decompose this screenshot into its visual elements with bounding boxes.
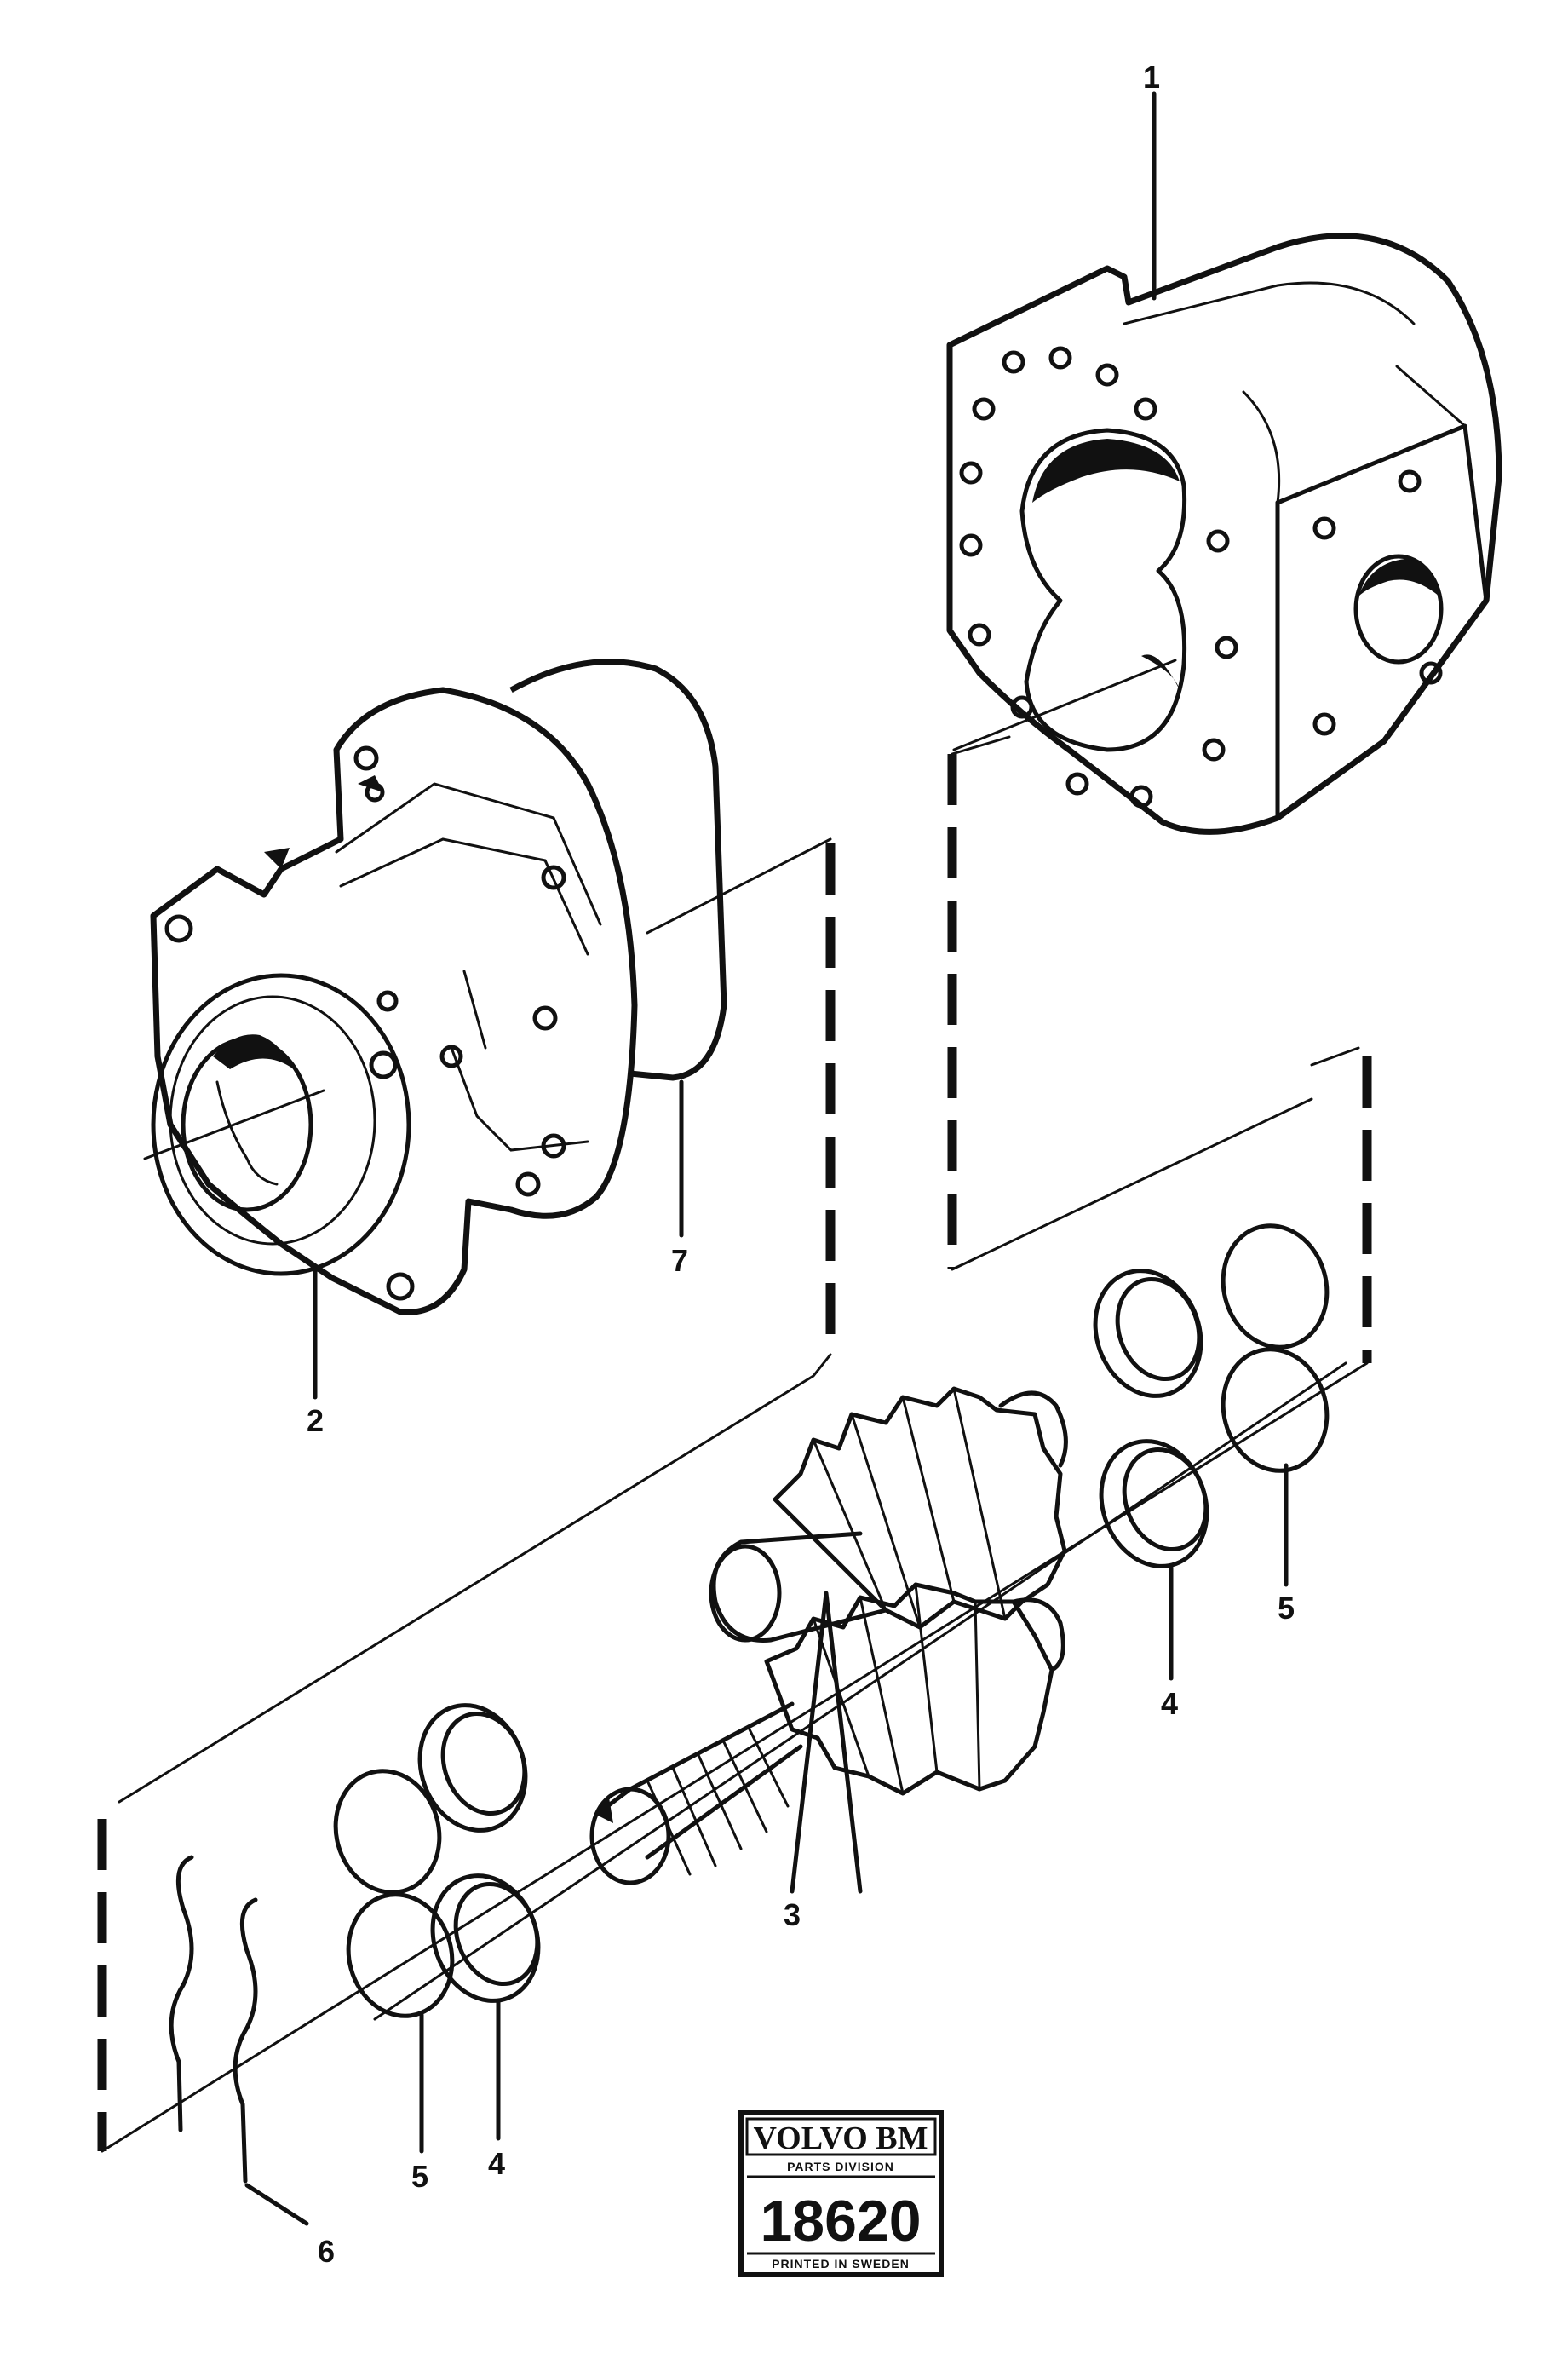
- stamp-brand: VOLVO BM: [754, 2121, 928, 2156]
- assembly-outline: [97, 735, 1372, 2153]
- callout-5-left: 5: [411, 2159, 428, 2194]
- gasket-ring: [509, 659, 727, 1081]
- callout-4-right: 4: [1161, 1686, 1178, 1721]
- callout-1: 1: [1143, 60, 1160, 95]
- callout-5-right: 5: [1278, 1591, 1295, 1626]
- break-symbol: [169, 1855, 258, 2184]
- stamp-number: 18620: [760, 2189, 921, 2253]
- stamp-division: PARTS DIVISION: [787, 2160, 894, 2173]
- callout-2: 2: [307, 1403, 324, 1438]
- gear-pair: [589, 1386, 1068, 1885]
- axis-lines: [143, 659, 1347, 2021]
- leader-lines: [244, 91, 1289, 2226]
- stamp-footer: PRINTED IN SWEDEN: [772, 2257, 910, 2270]
- callout-3: 3: [784, 1897, 801, 1932]
- callout-labels: 1 2 7 3 4 5 4 5 6: [307, 60, 1295, 2269]
- parts-stamp: VOLVO BM PARTS DIVISION 18620 PRINTED IN…: [738, 2110, 944, 2277]
- housing-bolt-holes: [959, 346, 1443, 809]
- bearing-bushings: [417, 1269, 1209, 2003]
- seal-rings: [333, 1223, 1330, 2018]
- callout-6: 6: [318, 2234, 335, 2269]
- pump-housing: [946, 233, 1502, 835]
- front-cover: [150, 687, 638, 1315]
- callout-7: 7: [671, 1243, 688, 1278]
- callout-4-left: 4: [488, 2146, 505, 2181]
